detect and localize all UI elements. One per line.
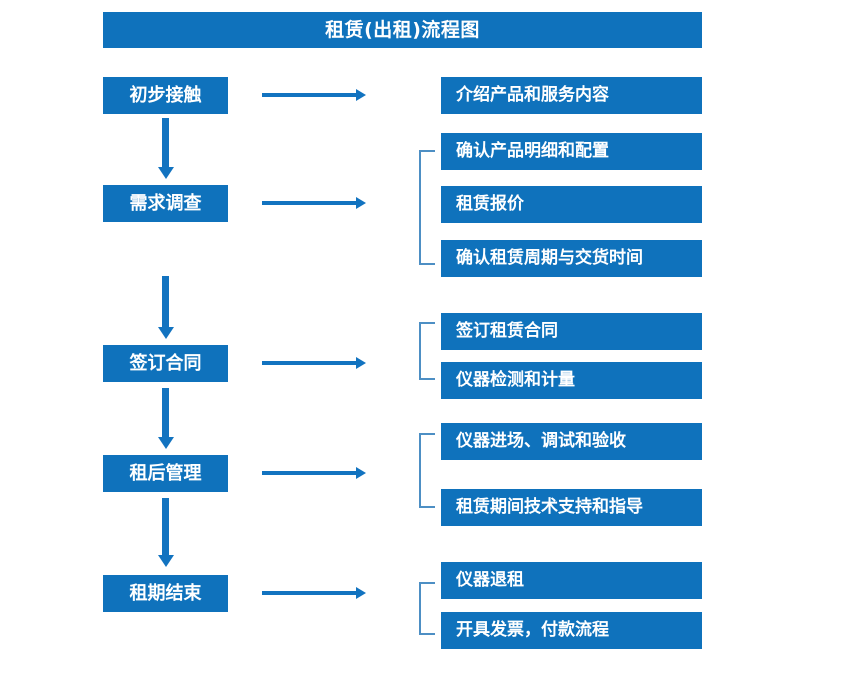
detail-box-1-label: 介绍产品和服务内容 <box>456 85 609 105</box>
group-bracket-4 <box>419 582 435 635</box>
stage-box-1-label: 初步接触 <box>129 84 202 106</box>
flow-arrow-down-1 <box>162 118 169 168</box>
detail-box-3-label: 租赁报价 <box>456 194 524 214</box>
detail-box-2-label: 确认产品明细和配置 <box>456 141 609 161</box>
branch-arrow-right-3 <box>262 361 357 365</box>
detail-box-4[interactable]: 确认租赁周期与交货时间 <box>441 240 702 277</box>
stage-box-1[interactable]: 初步接触 <box>103 77 228 114</box>
stage-box-2-label: 需求调查 <box>129 192 202 214</box>
branch-arrow-right-5 <box>262 591 357 595</box>
detail-box-7-label: 仪器进场、调试和验收 <box>456 431 626 451</box>
stage-box-3-label: 签订合同 <box>129 352 202 374</box>
detail-box-10-label: 开具发票，付款流程 <box>456 620 609 640</box>
diagram-title-banner: 租赁(出租)流程图 <box>103 12 702 48</box>
detail-box-9-label: 仪器退租 <box>456 570 524 590</box>
flow-arrow-down-4 <box>162 498 169 556</box>
stage-box-3[interactable]: 签订合同 <box>103 345 228 382</box>
stage-box-4[interactable]: 租后管理 <box>103 455 228 492</box>
branch-arrow-right-4 <box>262 471 357 475</box>
detail-box-6-label: 仪器检测和计量 <box>456 370 575 390</box>
detail-box-4-label: 确认租赁周期与交货时间 <box>456 248 643 268</box>
detail-box-8-label: 租赁期间技术支持和指导 <box>456 497 643 517</box>
detail-box-5-label: 签订租赁合同 <box>456 321 558 341</box>
stage-box-2[interactable]: 需求调查 <box>103 185 228 222</box>
flow-arrow-down-2 <box>162 276 169 328</box>
detail-box-10[interactable]: 开具发票，付款流程 <box>441 612 702 649</box>
stage-box-4-label: 租后管理 <box>129 462 202 484</box>
stage-box-5[interactable]: 租期结束 <box>103 575 228 612</box>
detail-box-5[interactable]: 签订租赁合同 <box>441 313 702 350</box>
detail-box-3[interactable]: 租赁报价 <box>441 186 702 223</box>
detail-box-8[interactable]: 租赁期间技术支持和指导 <box>441 489 702 526</box>
detail-box-9[interactable]: 仪器退租 <box>441 562 702 599</box>
flow-arrow-down-3 <box>162 388 169 438</box>
page-title: 租赁(出租)流程图 <box>325 18 480 41</box>
branch-arrow-right-1 <box>262 93 357 97</box>
detail-box-1[interactable]: 介绍产品和服务内容 <box>441 77 702 114</box>
branch-arrow-right-2 <box>262 201 357 205</box>
group-bracket-2 <box>419 322 435 380</box>
detail-box-6[interactable]: 仪器检测和计量 <box>441 362 702 399</box>
group-bracket-3 <box>419 433 435 508</box>
stage-box-5-label: 租期结束 <box>129 582 202 604</box>
detail-box-7[interactable]: 仪器进场、调试和验收 <box>441 423 702 460</box>
group-bracket-1 <box>419 150 435 265</box>
detail-box-2[interactable]: 确认产品明细和配置 <box>441 133 702 170</box>
